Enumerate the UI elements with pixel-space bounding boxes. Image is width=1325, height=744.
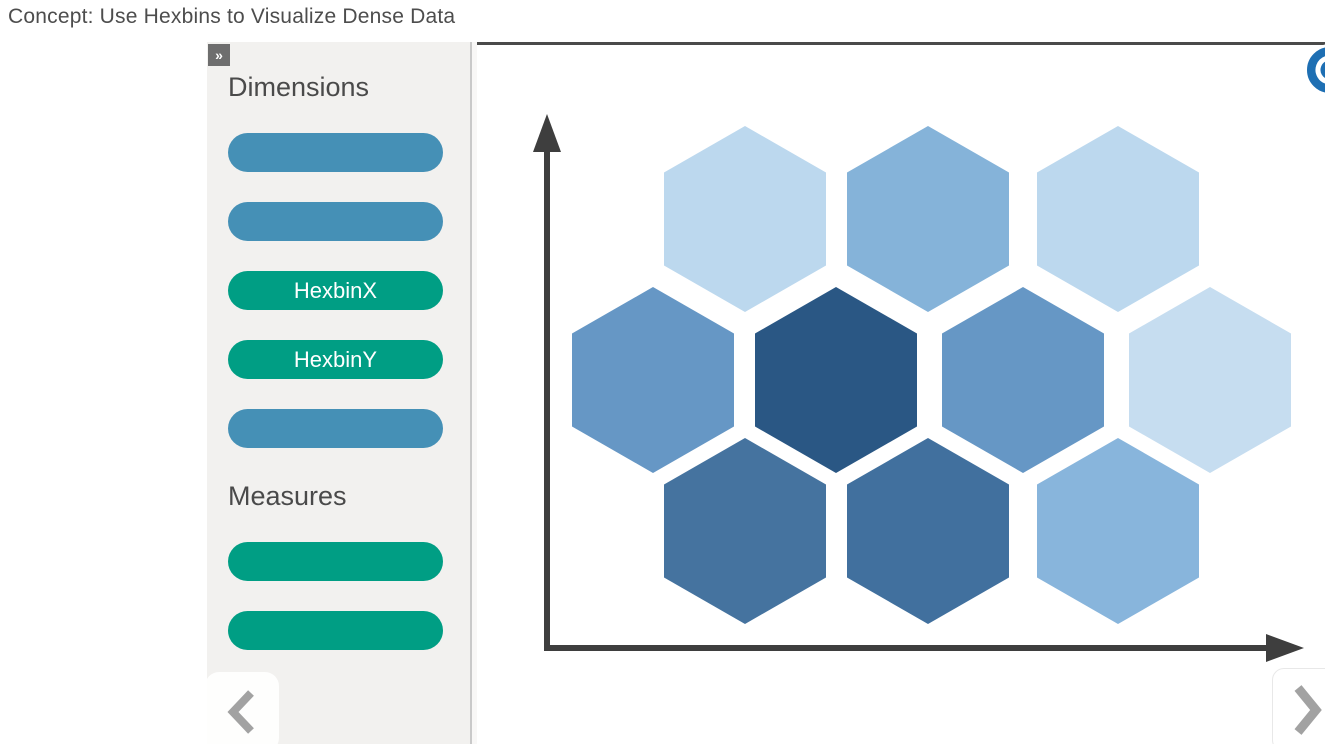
hexbin-cell-r1c3: [1037, 126, 1199, 312]
hexbin-cell-r2c2: [755, 287, 917, 473]
hexbin-cell-r2c3: [942, 287, 1104, 473]
chevron-left-icon: [227, 690, 254, 734]
hexbin-cell-r2c1: [572, 287, 734, 473]
replay-icon: [1315, 56, 1325, 84]
field-pill-dimensions-5[interactable]: [228, 409, 443, 448]
section-heading-measures: Measures: [228, 481, 347, 511]
field-pill-hexbiny[interactable]: HexbinY: [228, 340, 443, 379]
hexbin-chart: [533, 114, 1304, 662]
chart-canvas: [477, 42, 1325, 744]
field-pill-measures-1[interactable]: [228, 542, 443, 581]
field-pill-dimensions-1[interactable]: [228, 133, 443, 172]
field-pill-measures-2[interactable]: [228, 611, 443, 650]
pill-label: HexbinX: [293, 277, 378, 303]
hexbin-cells: [572, 126, 1291, 624]
chevron-right-icon: [1294, 685, 1322, 735]
pane-divider: [470, 42, 477, 744]
pill-label: HexbinY: [293, 346, 378, 372]
x-axis-arrowhead-icon: [1266, 634, 1304, 662]
field-pill-dimensions-2[interactable]: [228, 202, 443, 241]
hexbin-cell-r3c3: [1037, 438, 1199, 624]
collapse-panel-button[interactable]: »: [208, 44, 230, 66]
next-slide-button[interactable]: [1272, 668, 1325, 744]
page-title: Concept: Use Hexbins to Visualize Dense …: [8, 5, 456, 28]
hexbin-cell-r2c4: [1129, 287, 1291, 473]
hexbin-cell-r3c2: [847, 438, 1009, 624]
hexbin-cell-r1c1: [664, 126, 826, 312]
double-chevron-right-icon: »: [215, 47, 223, 63]
hexbin-cell-r1c2: [847, 126, 1009, 312]
section-heading-dimensions: Dimensions: [228, 72, 370, 102]
hexbin-cell-r3c1: [664, 438, 826, 624]
field-pill-hexbinx[interactable]: HexbinX: [228, 271, 443, 310]
prev-slide-button[interactable]: [205, 672, 279, 744]
y-axis-arrowhead-icon: [533, 114, 561, 152]
